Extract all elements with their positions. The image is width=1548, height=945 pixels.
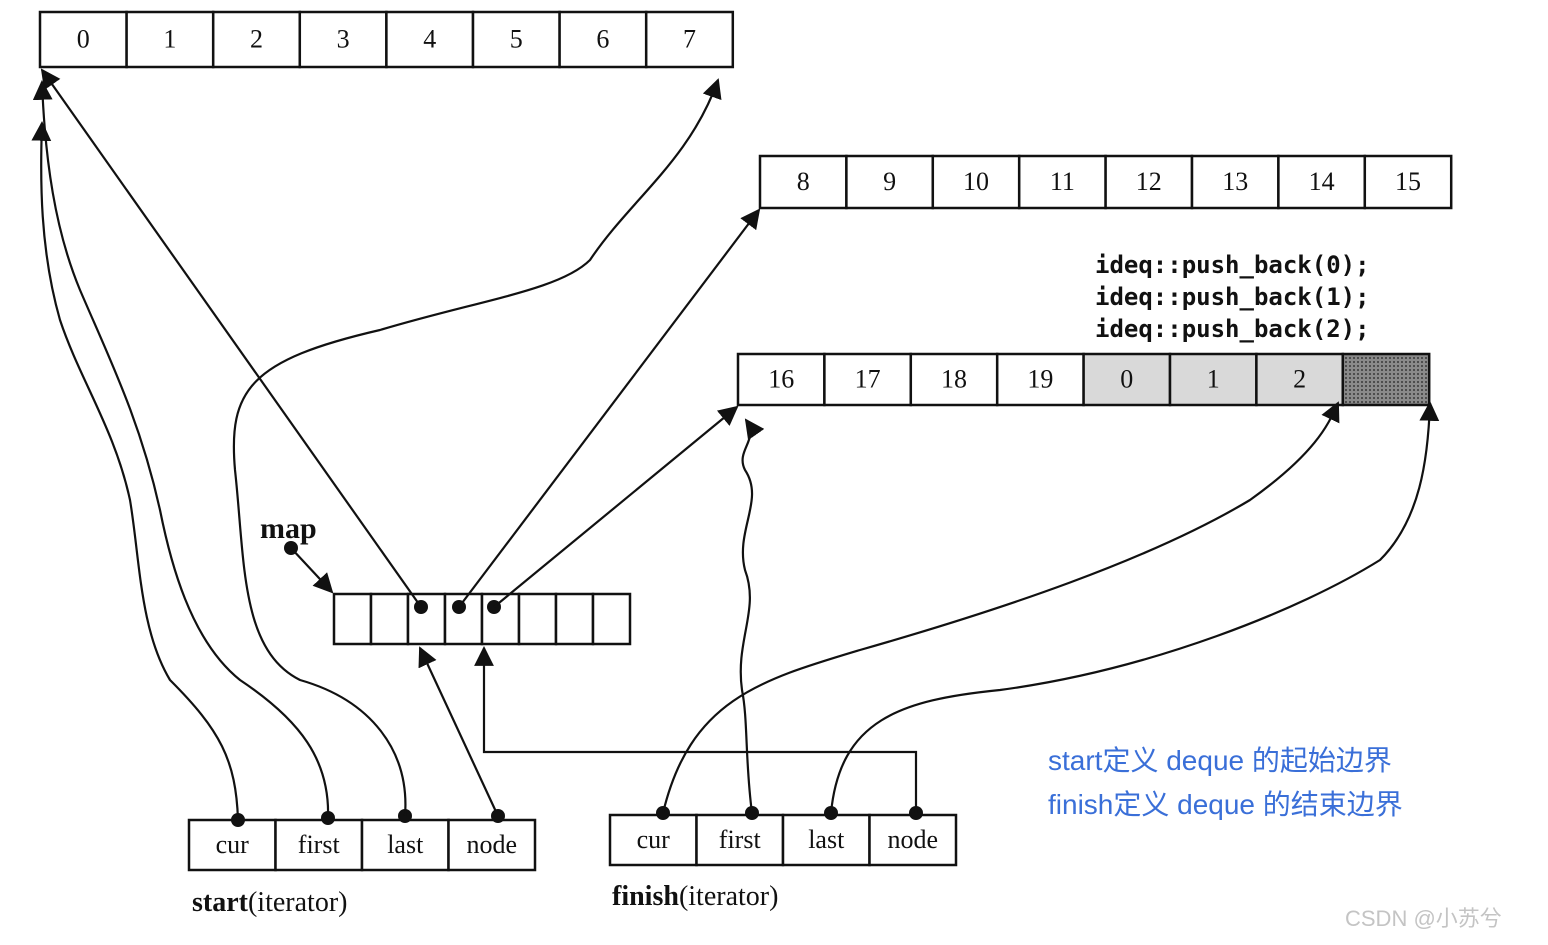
start-cur-arrow — [31, 121, 240, 821]
finish-field-node: node — [887, 825, 938, 854]
start-field-box — [360, 818, 450, 872]
buffer-0-cell-label: 5 — [510, 24, 523, 53]
buffer-2-cell — [995, 352, 1085, 407]
buffer-1-cell-label: 14 — [1309, 167, 1335, 196]
start-field-box — [447, 818, 537, 872]
buffer-0-cell — [211, 10, 302, 69]
buffer-2: 16 17 18 19 0 1 2 — [736, 352, 1431, 407]
buffer-2-cell-label: 18 — [941, 364, 967, 393]
start-field-last: last — [387, 830, 424, 859]
buffer-1-cell-label: 11 — [1050, 167, 1075, 196]
buffer-0-cell-label: 3 — [337, 24, 350, 53]
buffer-1-cell-label: 15 — [1395, 167, 1421, 196]
buffer-0-cell-label: 4 — [423, 24, 436, 53]
buffer-0-cell — [471, 10, 561, 69]
start-field-node: node — [466, 830, 517, 859]
code-line-1: ideq::push_back(0); — [1095, 251, 1370, 279]
start-node-arrow — [418, 646, 499, 817]
finish-pointer-curves — [474, 401, 1440, 820]
map-arrow — [290, 547, 334, 594]
map-slot — [480, 592, 521, 646]
note-finish: finish定义 deque 的结束边界 — [1048, 789, 1403, 820]
code-line-2: ideq::push_back(1); — [1095, 283, 1370, 311]
buffer-2-cell-label: 19 — [1027, 364, 1053, 393]
finish-field-box — [695, 813, 785, 867]
buffer-1-cell-label: 13 — [1222, 167, 1248, 196]
finish-field-cur: cur — [637, 825, 671, 854]
buffer-2-cell-label: 16 — [768, 364, 794, 393]
map-slot — [554, 592, 595, 646]
buffer-1-cell — [1104, 154, 1194, 210]
buffer-1-cell — [758, 154, 848, 210]
buffer-0-cell-label: 2 — [250, 24, 263, 53]
finish-field-box — [608, 813, 698, 867]
buffer-1-cell — [845, 154, 935, 210]
map-slot — [406, 592, 447, 646]
buffer-1-cell-label: 10 — [963, 167, 989, 196]
finish-node-arrow — [474, 646, 918, 813]
buffer-0-cell — [38, 10, 128, 69]
finish-last-arrow — [829, 401, 1440, 814]
code-line-3: ideq::push_back(2); — [1095, 315, 1370, 343]
start-field-first: first — [298, 830, 341, 859]
map-node-array — [332, 592, 632, 646]
buffer-2-cell — [1168, 352, 1258, 407]
buffer-2-cell — [909, 352, 999, 407]
buffer-1-cell — [1363, 154, 1453, 210]
buffer-1-cell — [1190, 154, 1280, 210]
finish-field-first: first — [719, 825, 762, 854]
map-to-buffer2-arrow — [493, 405, 739, 608]
buffer-2-cell — [1341, 352, 1431, 407]
buffer-2-cell — [736, 352, 826, 407]
buffer-0: 0 1 2 3 4 5 6 7 — [38, 10, 735, 69]
finish-first-arrow — [739, 418, 765, 814]
finish-field-box — [868, 813, 958, 867]
map-to-buffer1-arrow — [458, 208, 761, 608]
finish-caption: finish(iterator) — [612, 881, 778, 912]
buffer-0-cell — [558, 10, 648, 69]
notes: start定义 deque 的起始边界 finish定义 deque 的结束边界 — [1048, 745, 1403, 820]
finish-field-last: last — [808, 825, 845, 854]
buffer-1-cell-label: 9 — [883, 167, 896, 196]
push-back-code: ideq::push_back(0); ideq::push_back(1); … — [1095, 251, 1370, 343]
note-start: start定义 deque 的起始边界 — [1048, 745, 1392, 776]
buffer-2-cell-label: 1 — [1207, 364, 1220, 393]
start-last-arrow — [232, 78, 722, 817]
start-field-cur: cur — [216, 830, 250, 859]
buffer-0-cell-label: 0 — [77, 24, 90, 53]
buffer-0-cell-label: 1 — [163, 24, 176, 53]
buffer-2-cell-label: 2 — [1293, 364, 1306, 393]
map-slot — [369, 592, 410, 646]
buffer-1: 8 9 10 11 12 13 14 15 — [758, 154, 1453, 210]
finish-cur-arrow — [661, 401, 1340, 814]
buffer-0-cell-label: 6 — [596, 24, 609, 53]
finish-field-box — [781, 813, 871, 867]
watermark: CSDN @小苏兮 — [1345, 906, 1502, 931]
buffer-0-cell — [125, 10, 215, 69]
start-iterator: cur first last node start(iterator) — [187, 818, 537, 918]
map-slot — [332, 592, 373, 646]
start-field-box — [274, 818, 364, 872]
buffer-2-cell — [1255, 352, 1345, 407]
buffer-1-cell-label: 12 — [1136, 167, 1162, 196]
finish-iterator: cur first last node finish(iterator) — [608, 813, 958, 912]
start-first-arrow — [32, 80, 330, 819]
buffer-2-cell-label: 0 — [1120, 364, 1133, 393]
buffer-0-cell — [385, 10, 475, 69]
buffer-0-cell-label: 7 — [683, 24, 696, 53]
start-pointer-curves — [31, 78, 722, 827]
buffer-2-cell — [1082, 352, 1172, 407]
buffer-0-cell — [644, 10, 735, 69]
start-caption: start(iterator) — [192, 887, 347, 918]
buffer-1-cell — [1017, 154, 1107, 210]
map-pointer: map — [260, 512, 334, 594]
map-label: map — [260, 512, 317, 545]
map-to-buffer0-arrow — [40, 68, 422, 608]
buffer-2-cell-label: 17 — [855, 364, 881, 393]
buffer-1-cell-label: 8 — [797, 167, 810, 196]
map-slot — [517, 592, 558, 646]
map-slot — [591, 592, 632, 646]
